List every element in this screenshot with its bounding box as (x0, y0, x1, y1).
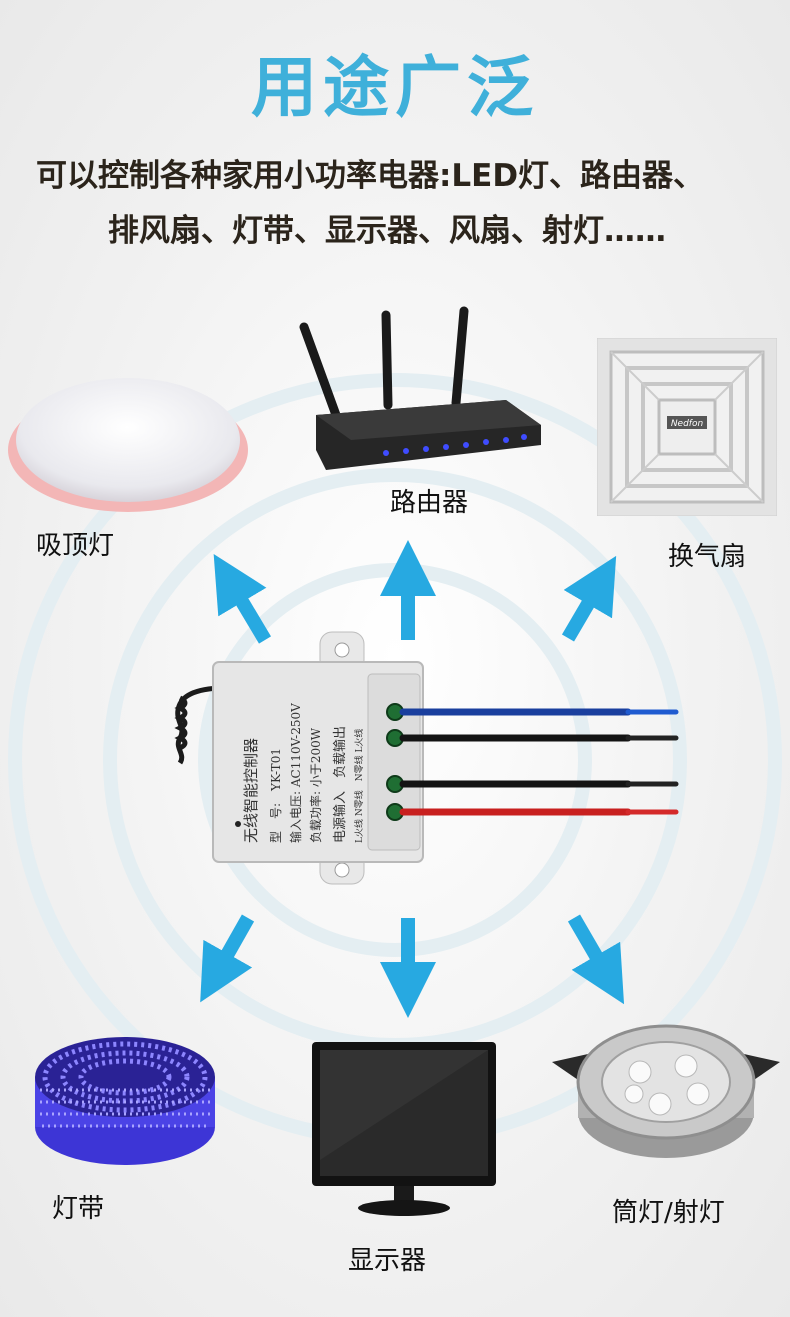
subtitle-line-1: 可以控制各种家用小功率电器:LED灯、路由器、 (36, 158, 705, 194)
page-title: 用途广泛 (251, 49, 539, 126)
ceiling-light-image (8, 378, 248, 512)
controller-label-4: 负载功率: 小于200W (308, 727, 323, 843)
label-spotlight: 筒灯/射灯 (612, 1198, 725, 1228)
arrow-light-strip (200, 914, 255, 1003)
controller-label-3: 输入电压: AC110V-250V (288, 703, 303, 843)
label-light-strip: 灯带 (52, 1194, 105, 1224)
subtitle-line-2: 排风扇、灯带、显示器、风扇、射灯…… (108, 213, 666, 249)
arrow-ceiling-light (213, 553, 272, 644)
arrow-spotlight (567, 914, 625, 1005)
label-monitor: 显示器 (348, 1246, 427, 1276)
label-router: 路由器 (390, 488, 469, 518)
router-image (299, 306, 541, 470)
controller-image: 无线智能控制器 型 号: YK-T01 输入电压: AC110V-250V 负载… (174, 631, 679, 885)
light-strip-image (35, 1037, 215, 1165)
exhaust-fan-image: Nedfon (597, 338, 777, 516)
monitor-image (312, 1042, 496, 1216)
controller-label-2: 型 号: YK-T01 (269, 748, 283, 843)
fan-brand-logo: Nedfon (671, 419, 704, 429)
controller-label-5: 电源输入 负载输出 (332, 726, 348, 843)
arrow-exhaust-fan (561, 555, 617, 642)
spotlight-image (552, 1024, 780, 1158)
controller-label-6: L火线 N零线 N零线 L火线 (353, 729, 365, 843)
label-exhaust-fan: 换气扇 (668, 542, 747, 572)
label-ceiling-light: 吸顶灯 (36, 531, 115, 561)
controller-label-1: 无线智能控制器 (242, 738, 260, 843)
